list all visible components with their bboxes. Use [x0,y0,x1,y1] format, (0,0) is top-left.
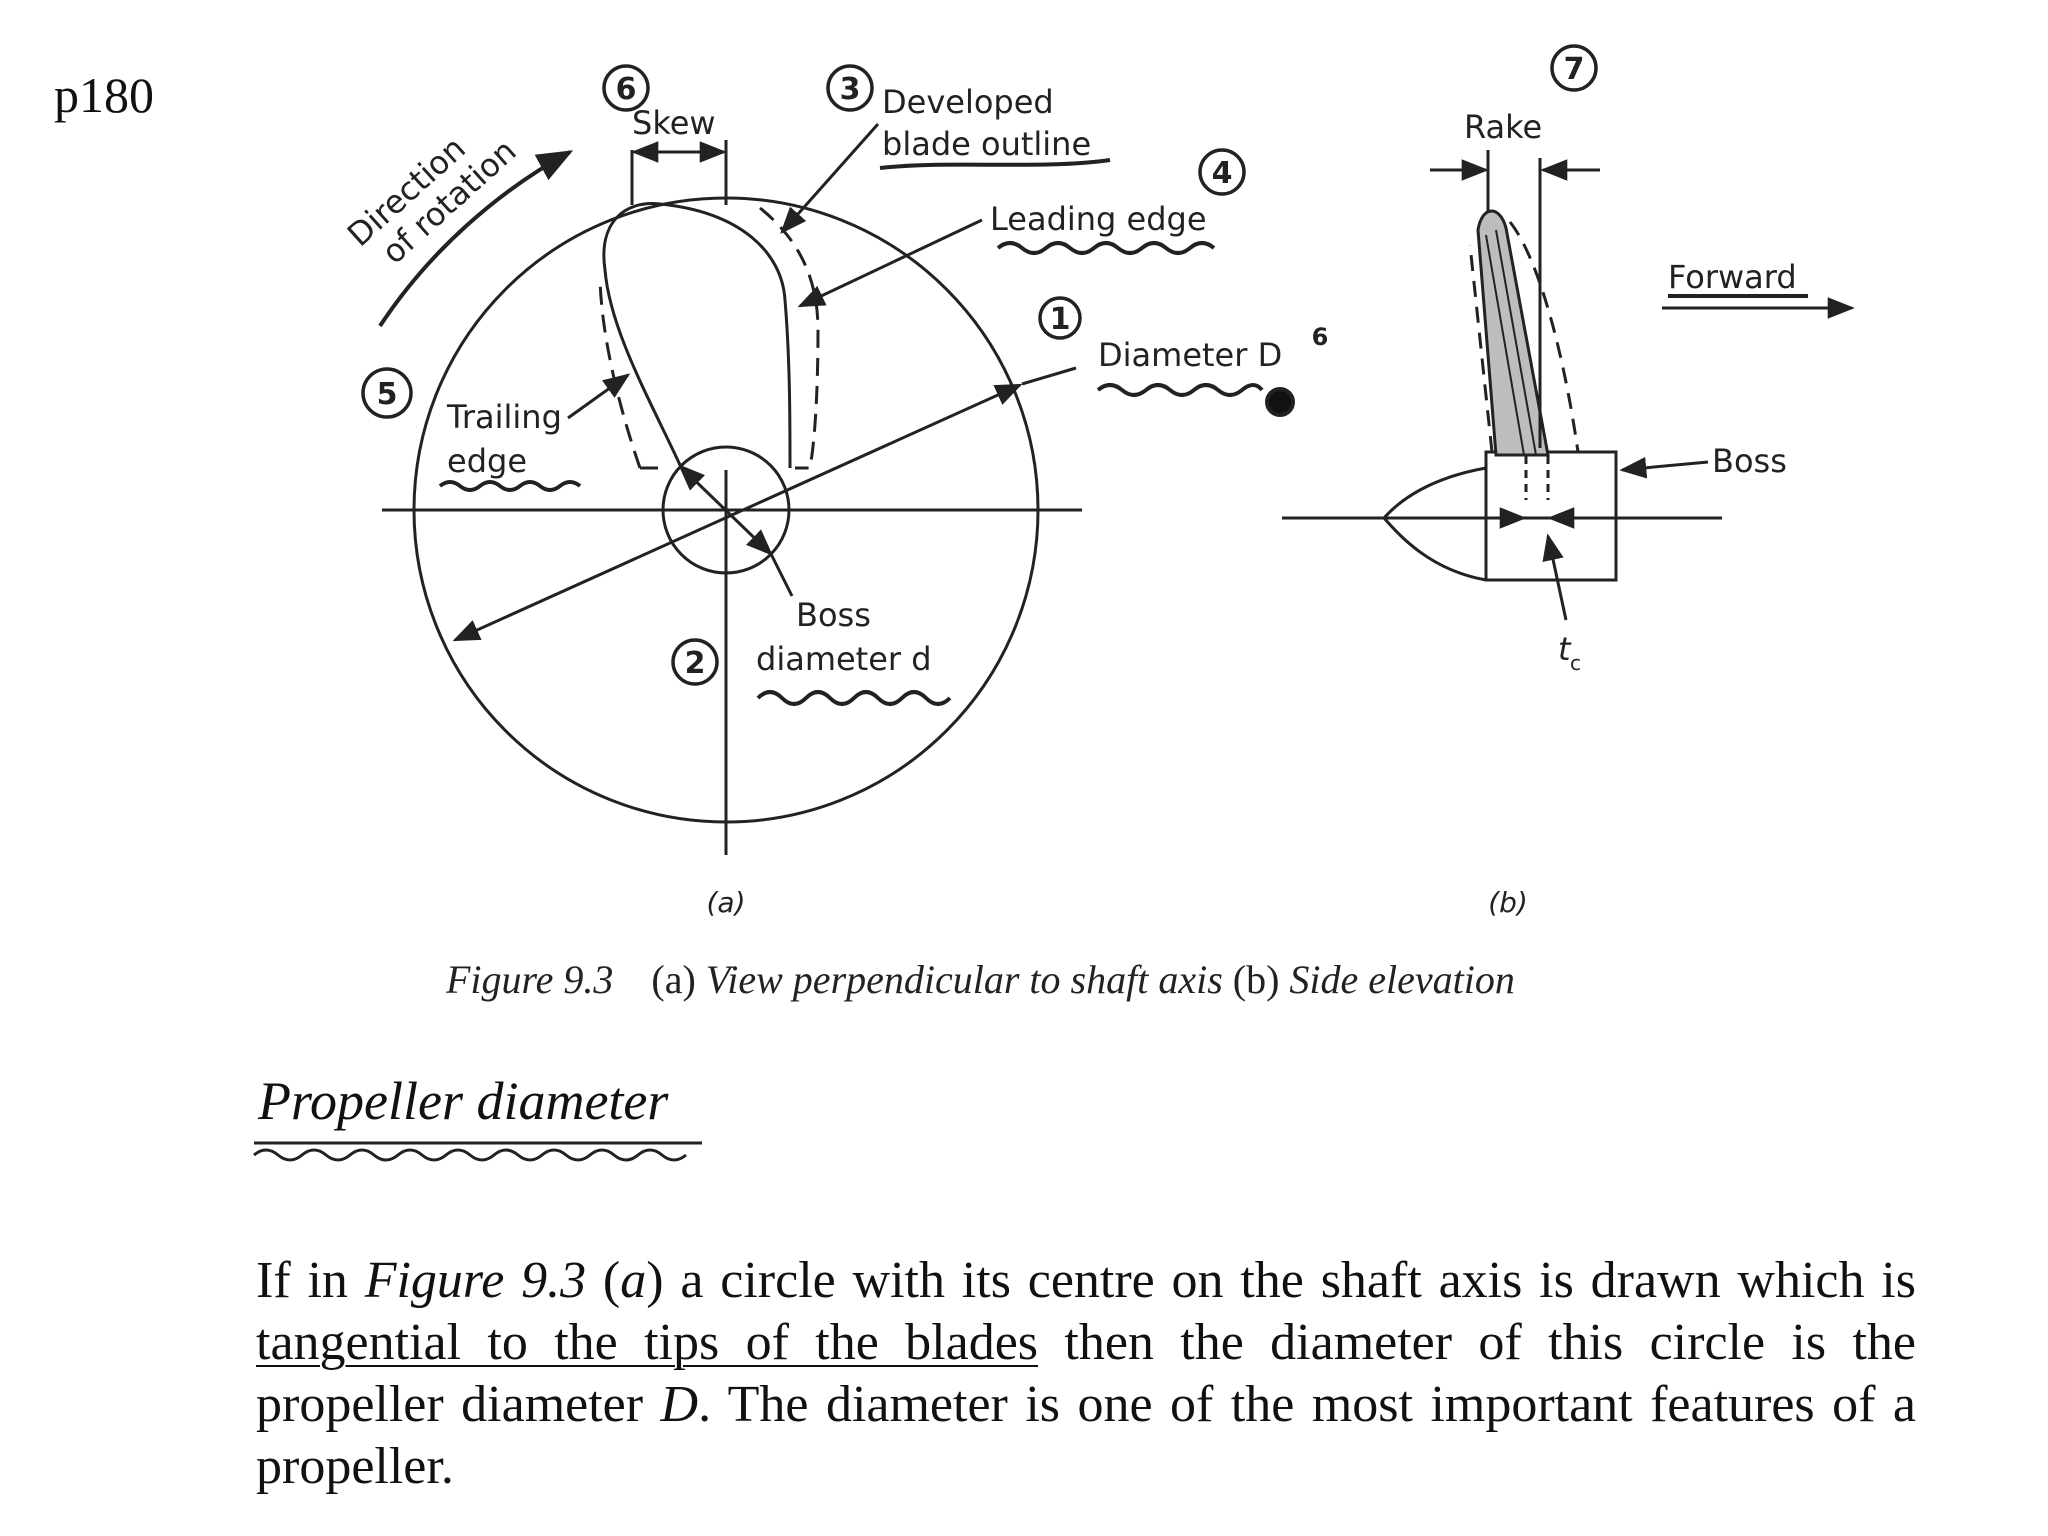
annotation-circle-4 [1198,148,1246,196]
propeller-figure: 6 3 4 1 5 2 7 6 Direction of rotation Sk… [340,44,1855,919]
developed-blade-outline [598,206,820,470]
label-forward: Forward [1668,258,1797,296]
boss-body [1484,450,1618,582]
caption-b-marker: (b) [1232,957,1280,1002]
blade-dashed-outline [1468,221,1580,453]
annotation-circle-1 [1038,296,1082,340]
annotation-circle-2 [671,638,719,686]
annotation-circle-6a [602,64,650,112]
diameter-leader [1021,366,1077,386]
body-text-7: then the diameter of this circle is the … [256,1314,1916,1433]
body-text-1: If in [256,1252,365,1309]
boss-leader [1619,456,1709,479]
label-boss: Boss [1712,442,1787,480]
caption-a-marker: (a) [651,957,696,1002]
developed-outline-leader [780,123,880,235]
body-underlined-phrase: tangential to the tips of the blades [256,1314,1039,1371]
view-a [378,123,1082,855]
label-skew: Skew [632,104,716,142]
annotation-6a: 6 [616,72,637,107]
section-heading: Propeller diameter [258,1071,669,1131]
figure-caption: Figure 9.3 (a) View perpendicular to shaf… [446,956,1515,1003]
annotation-circle-7 [1550,44,1598,92]
developed-underline [879,158,1111,170]
leading-edge-squiggle [996,241,1216,255]
rotation-arrow [378,150,574,328]
sublabel-a: (a) [706,886,745,919]
boss-diameter-arrow [678,464,773,556]
annotation-7: 7 [1564,52,1585,87]
annotation-2: 2 [685,646,706,681]
label-boss-diameter-2: diameter d [756,640,932,678]
label-trailing-1: Trailing [446,398,562,436]
label-tc: t [1558,630,1572,668]
body-symbol-d: D [660,1376,699,1433]
body-text-9: . The diameter is one of the most import… [256,1376,1916,1495]
heading-underline [253,1141,702,1162]
blade-outline [602,202,792,469]
page-reference: p180 [54,67,154,123]
annotation-4: 4 [1212,156,1233,191]
label-diameter: Diameter D [1098,336,1282,374]
label-developed-2: blade outline [882,125,1091,163]
label-tc-subscript: c [1570,651,1581,675]
label-developed-1: Developed [882,83,1054,121]
view-b [1282,150,1855,621]
body-text-4: a [620,1252,647,1309]
trailing-edge-squiggle [438,480,582,492]
tc-leader [1542,533,1568,621]
boss-diameter-squiggle [756,690,952,706]
trailing-edge-leader [567,373,631,420]
body-paragraph: If in Figure 9.3 (a) a circle with its c… [256,1250,1916,1498]
label-trailing-2: edge [447,442,527,480]
annotation-circle-5 [361,367,413,419]
annotation-3: 3 [840,72,861,107]
leading-edge-leader [797,218,983,308]
boss-nose-cone [1381,466,1487,582]
caption-b-text: Side elevation [1289,957,1515,1002]
caption-a-text: View perpendicular to shaft axis [705,957,1223,1002]
body-figure-ref: Figure 9.3 [364,1252,587,1309]
body-text-3: ( [586,1252,621,1309]
annotation-5: 5 [377,377,398,412]
annotation-1: 1 [1050,302,1071,337]
sublabel-b: (b) [1488,886,1528,919]
body-text-5: ) a circle with its centre on the shaft … [646,1252,1916,1309]
diameter-squiggle [1096,383,1264,397]
annotation-6b: 6 [1312,323,1329,351]
label-boss-diameter-1: Boss [796,596,871,634]
annotation-circle-3 [826,64,874,112]
blade-section [1476,209,1550,457]
ink-blot [1265,387,1295,417]
caption-figure-number: Figure 9.3 [446,957,614,1002]
label-leading-edge: Leading edge [990,200,1207,238]
label-rake: Rake [1464,108,1542,146]
